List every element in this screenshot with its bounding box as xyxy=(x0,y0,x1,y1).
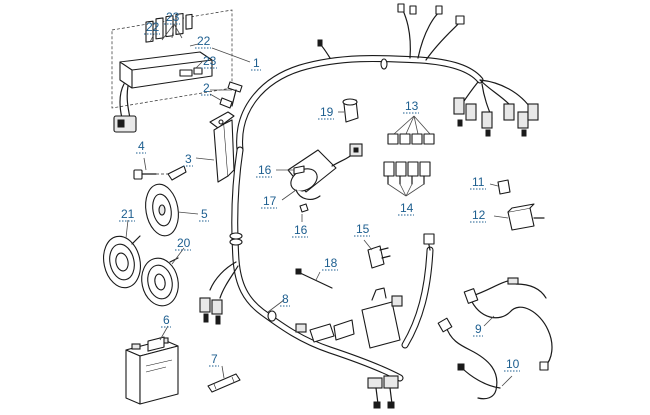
callout-16a: 16 xyxy=(258,163,272,177)
part-horn xyxy=(145,165,199,237)
part-relays-top xyxy=(387,115,435,145)
callout-23b: 23 xyxy=(203,54,217,68)
callout-20: 20 xyxy=(177,236,191,250)
part-cable xyxy=(463,277,553,371)
part-battery xyxy=(125,325,179,405)
part-bracket xyxy=(195,111,235,183)
callout-7: 7 xyxy=(211,352,218,366)
callout-6: 6 xyxy=(163,313,170,327)
callout-21: 21 xyxy=(121,207,135,221)
callout-16b: 16 xyxy=(294,223,308,237)
callout-11: 11 xyxy=(472,175,485,189)
callout-19: 19 xyxy=(320,105,334,119)
callout-12: 12 xyxy=(472,208,486,222)
part-screws-small xyxy=(276,165,309,222)
callout-4: 4 xyxy=(138,139,145,153)
callout-5: 5 xyxy=(201,207,208,221)
callout-22b: 22 xyxy=(197,34,211,48)
callout-9: 9 xyxy=(475,322,482,336)
callout-2: 2 xyxy=(203,81,210,95)
part-connector xyxy=(363,239,391,269)
part-bolt xyxy=(133,157,170,180)
callout-1: 1 xyxy=(253,56,260,70)
part-horn-large xyxy=(103,219,141,289)
part-cap xyxy=(338,98,359,123)
callout-10: 10 xyxy=(506,357,520,371)
fuse-box-leaders xyxy=(149,23,203,69)
callout-23a: 23 xyxy=(166,10,180,24)
callout-8: 8 xyxy=(282,292,289,306)
callout-22a: 22 xyxy=(146,20,160,34)
part-small-relay xyxy=(489,179,511,195)
part-main-harness xyxy=(199,3,539,409)
callout-13: 13 xyxy=(405,99,419,113)
part-flasher xyxy=(493,203,545,231)
callout-3: 3 xyxy=(185,152,192,166)
part-fuse xyxy=(207,365,241,393)
part-screws xyxy=(209,81,243,109)
callout-15: 15 xyxy=(356,222,370,236)
callout-17: 17 xyxy=(263,194,277,208)
callout-14: 14 xyxy=(400,201,414,215)
part-fuse-box xyxy=(111,9,251,133)
part-horn-second xyxy=(141,247,185,307)
part-cable-tie xyxy=(295,268,333,289)
part-relays-bottom xyxy=(383,161,431,197)
callout-18: 18 xyxy=(324,256,338,270)
part-cable-long xyxy=(437,317,513,400)
callout-labels: 1 2 3 4 5 6 7 8 9 10 11 12 13 14 15 16 1… xyxy=(119,10,520,372)
